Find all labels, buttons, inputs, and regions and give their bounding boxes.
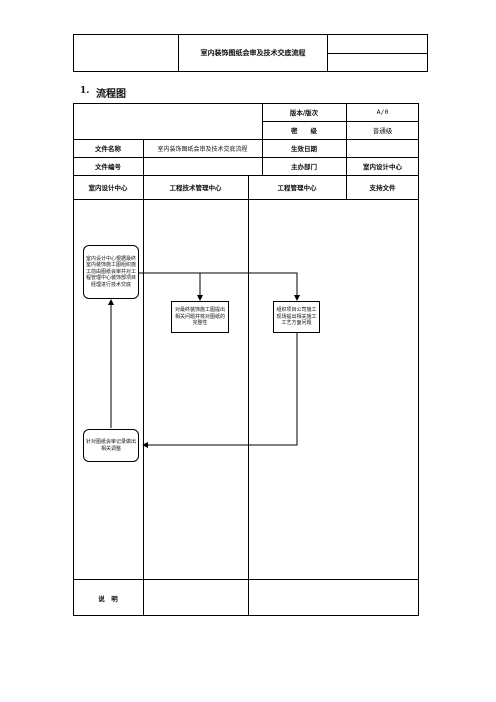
flow-table [73, 103, 419, 616]
col-header-engineering: 工程管理中心 [277, 184, 317, 192]
rule [73, 175, 419, 176]
rule [346, 103, 347, 199]
rule [143, 175, 144, 616]
dept-label: 主办部门 [291, 163, 317, 171]
note-label: 说 明 [98, 594, 118, 603]
dept-value: 室内设计中心 [363, 163, 402, 171]
header-title: 室内装饰图纸会审及技术交底流程 [200, 48, 306, 57]
flow-box-design-review: 室内设计中心根据最终室内装饰施工图组织施工前由图纸会审并对工程管理中心装饰部项目… [83, 245, 139, 299]
secret-value: 普通级 [372, 127, 393, 135]
doc-name-value: 室内装饰图纸会审及技术交底流程 [157, 145, 248, 153]
section-title: 流程图 [96, 89, 126, 100]
rule [73, 579, 419, 580]
col-header-design: 室内设计中心 [88, 184, 128, 192]
flow-box-site-issues: 组织项目公司施工现场提出相关施工工艺方面问题 [273, 301, 320, 333]
rule [73, 139, 419, 140]
flow-box-adjust: 针对图纸会审记录做出相关调整 [83, 429, 139, 462]
rule [248, 175, 249, 616]
secret-label: 密 级 [291, 127, 317, 135]
rule [73, 199, 419, 200]
rule [262, 121, 419, 122]
header-divider-v1 [178, 34, 179, 72]
header-divider-h [327, 53, 428, 54]
doc-name-label: 文件名称 [95, 145, 121, 153]
version-value: A/0 [376, 108, 389, 116]
effective-label: 生效日期 [291, 145, 317, 153]
doc-no-label: 文件编号 [95, 163, 121, 171]
connector-to-box3 [200, 272, 300, 301]
connector-box1-to-box2 [139, 272, 203, 301]
flow-box-tech-check: 对最终装饰施工图提出相关问题并核对图纸的完整性 [171, 301, 229, 333]
version-label: 版本/版次 [289, 109, 319, 117]
col-header-tech: 工程技术管理中心 [169, 184, 222, 192]
rule [143, 139, 144, 175]
rule [73, 157, 419, 158]
connector-box3-to-box4 [142, 333, 298, 448]
col-header-support: 支持文件 [369, 184, 396, 192]
section-number: 1. [80, 86, 90, 96]
